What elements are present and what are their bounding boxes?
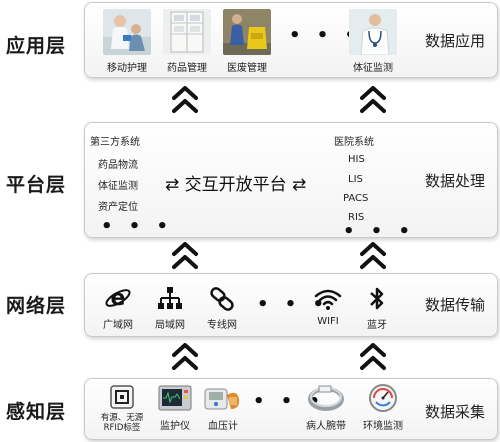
sensing-item-monitor: 监护仪 xyxy=(153,383,197,432)
double-chevron-up-icon xyxy=(172,86,198,113)
application-layer-label: 应用层 xyxy=(6,35,67,57)
sensing-layer-label: 感知层 xyxy=(6,401,67,423)
svg-text:e: e xyxy=(111,286,126,311)
network-more-dots: • • • xyxy=(257,294,330,315)
network-item-label: 蓝牙 xyxy=(367,320,387,331)
network-item-wan: e 广域网 xyxy=(95,284,141,331)
app-item-label: 体征监测 xyxy=(353,63,393,74)
hospital-system-item: LIS xyxy=(348,174,363,185)
double-chevron-up-icon xyxy=(360,86,386,113)
sensing-item-label: 病人腕带 xyxy=(306,421,346,432)
doctor-stethoscope-photo-icon xyxy=(349,9,397,55)
network-item-wifi: WIFI xyxy=(305,286,351,327)
chain-link-icon xyxy=(210,287,234,311)
sensing-item-label: 监护仪 xyxy=(160,421,190,432)
third-party-item: 药品物流 xyxy=(98,160,138,171)
sensing-panel: 有源、无源 RFID标签 监护仪 血压计 • • • 病人腕带 xyxy=(84,378,498,440)
double-chevron-up-icon xyxy=(172,343,198,370)
sensing-item-blood-pressure: 血压计 xyxy=(199,383,247,432)
interactive-open-platform-title: ⇄ 交互开放平台 ⇄ xyxy=(165,175,307,195)
third-party-title: 第三方系统 xyxy=(90,137,140,148)
third-party-item: 资产定位 xyxy=(98,202,138,213)
app-item-label: 移动护理 xyxy=(107,63,147,74)
app-item-label: 药品管理 xyxy=(167,63,207,74)
third-party-more-dots: • • • xyxy=(101,216,174,237)
double-chevron-up-icon xyxy=(360,343,386,370)
network-item-label: WIFI xyxy=(317,316,339,327)
sensing-item-rfid: 有源、无源 RFID标签 xyxy=(93,385,151,433)
platform-right-label: 数据处理 xyxy=(424,172,485,190)
nurse-photo-icon xyxy=(103,9,151,55)
sensing-more-dots: • • • xyxy=(253,391,326,412)
platform-layer-label: 平台层 xyxy=(6,174,67,196)
hygrometer-icon xyxy=(369,384,397,412)
app-item-mobile-nursing: 移动护理 xyxy=(97,9,157,74)
sensing-item-label: 环境监测 xyxy=(363,421,403,432)
network-panel: e 广域网 局域网 专线网 • • • WIFI xyxy=(84,273,498,337)
network-right-label: 数据传输 xyxy=(424,296,485,314)
sensing-item-label: 有源、无源 RFID标签 xyxy=(100,413,144,433)
wristband-icon xyxy=(308,385,344,411)
hospital-system-item: RIS xyxy=(348,212,365,223)
network-item-label: 专线网 xyxy=(207,320,237,331)
medical-waste-photo-icon xyxy=(223,9,271,55)
blood-pressure-icon xyxy=(204,388,240,410)
hospital-system-item: HIS xyxy=(348,154,365,165)
network-layer-label: 网络层 xyxy=(6,295,67,317)
hospital-system-title: 医院系统 xyxy=(334,137,374,148)
bluetooth-icon xyxy=(370,287,384,310)
sensing-right-label: 数据采集 xyxy=(424,403,485,421)
monitor-device-icon xyxy=(158,385,192,411)
double-chevron-up-icon xyxy=(172,242,198,269)
app-item-label: 医废管理 xyxy=(227,63,267,74)
sensing-item-environment: 环境监测 xyxy=(355,383,411,432)
app-item-drug-management: 药品管理 xyxy=(157,9,217,74)
network-item-label: 广域网 xyxy=(103,320,133,331)
sensing-item-label: 血压计 xyxy=(208,421,238,432)
app-item-medical-waste: 医废管理 xyxy=(217,9,277,74)
network-item-label: 局域网 xyxy=(155,320,185,331)
double-chevron-up-icon xyxy=(360,242,386,269)
rfid-tag-icon xyxy=(110,385,134,409)
hospital-more-dots: • • • xyxy=(343,221,416,242)
network-item-bluetooth: 蓝牙 xyxy=(357,286,397,331)
hospital-system-item: PACS xyxy=(343,193,369,204)
application-right-label: 数据应用 xyxy=(424,32,485,50)
lan-topology-icon xyxy=(158,287,182,309)
sensing-item-wristband: 病人腕带 xyxy=(301,383,351,432)
network-item-dedicated-line: 专线网 xyxy=(199,286,245,331)
application-panel: 移动护理 药品管理 xyxy=(84,2,498,78)
wifi-icon xyxy=(314,289,342,310)
app-item-vital-signs: 体征监测 xyxy=(343,9,403,74)
ie-browser-icon: e xyxy=(105,286,131,311)
platform-panel: 第三方系统 药品物流 体征监测 资产定位 • • • ⇄ 交互开放平台 ⇄ 医院… xyxy=(84,122,498,242)
application-more-dots: • • • xyxy=(289,25,362,46)
network-item-lan: 局域网 xyxy=(147,286,193,331)
medicine-cabinet-photo-icon xyxy=(163,9,211,55)
third-party-item: 体征监测 xyxy=(98,181,138,192)
